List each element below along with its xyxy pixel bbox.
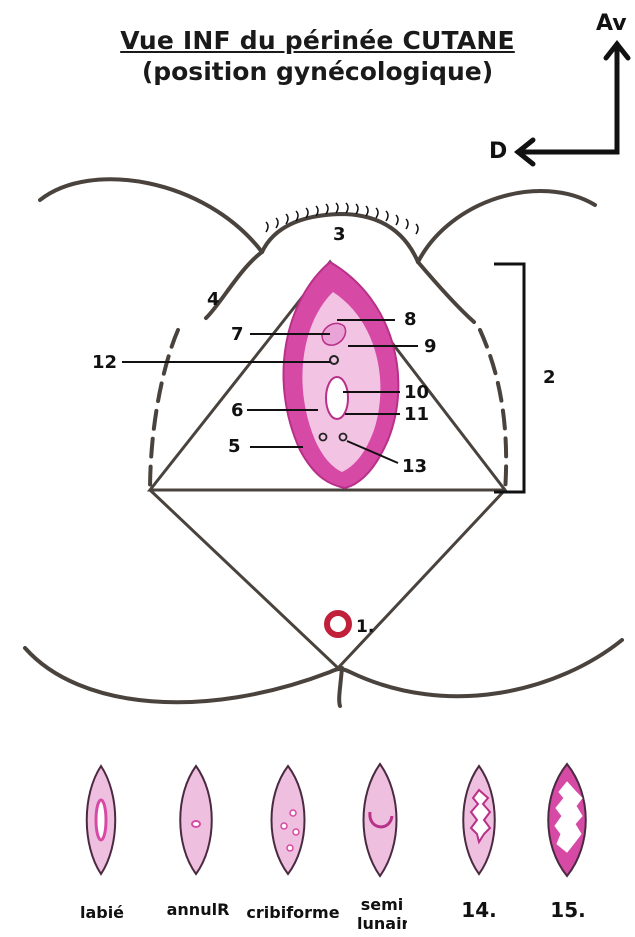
hymen-caption-semi-lunaire: semi lunaire <box>357 895 407 933</box>
pubic-hair-icon <box>265 202 419 235</box>
hymen-annulaire-icon <box>179 764 213 876</box>
vulva <box>282 260 400 490</box>
leader-13 <box>346 440 399 464</box>
hymen-labie-icon <box>85 764 117 876</box>
label-4: 4 <box>207 289 220 310</box>
leader-lines <box>122 319 418 464</box>
orientation-arrows <box>513 39 631 167</box>
left-labium-outline <box>204 250 264 320</box>
hymen-caption-labie: labié <box>79 903 125 922</box>
label-13: 13 <box>402 456 427 477</box>
right-labium-outline <box>416 260 476 324</box>
hair-marks <box>265 202 419 235</box>
labia-majora-dashes <box>148 328 509 494</box>
hymen-caption-15: 15. <box>550 898 586 922</box>
bracket-2 <box>494 262 526 494</box>
label-10: 10 <box>404 382 429 403</box>
mons-outline <box>260 211 420 264</box>
label-anterior: Av <box>596 11 627 36</box>
label-9: 9 <box>424 336 437 357</box>
label-3: 3 <box>333 224 346 245</box>
page-title: Vue INF du périnée CUTANE <box>120 26 515 55</box>
arrow-left-icon <box>513 137 536 167</box>
label-8: 8 <box>404 309 417 330</box>
hymen-types <box>85 762 587 878</box>
label-2: 2 <box>543 367 556 388</box>
intergluteal-cleft <box>337 666 344 708</box>
orientation-axis <box>515 41 620 155</box>
hymen-caption-14: 14. <box>461 898 497 922</box>
left-thigh-outline <box>38 177 264 254</box>
hymen-semi-lunaire-icon <box>362 762 398 878</box>
right-labium-majus-dashes <box>478 328 509 494</box>
arrow-up-icon <box>603 39 631 61</box>
left-labium-majus-dashes <box>148 328 180 494</box>
label-7: 7 <box>231 324 244 345</box>
clitoris-hood <box>321 322 347 346</box>
urethral-meatus <box>329 355 339 365</box>
buttocks-outline <box>23 638 624 705</box>
right-thigh-outline <box>416 189 597 264</box>
label-1: 1. <box>356 617 374 637</box>
urogenital-triangle <box>146 259 509 492</box>
hymen-cribiforme-icon <box>270 764 306 876</box>
gland-orifice-left <box>318 432 328 442</box>
page-subtitle: (position gynécologique) <box>141 57 494 86</box>
anus <box>324 610 352 638</box>
vaginal-orifice <box>325 376 349 420</box>
label-5: 5 <box>228 436 241 457</box>
gland-orifice-right <box>338 432 348 442</box>
label-12: 12 <box>92 352 117 373</box>
anal-triangle <box>148 488 507 671</box>
hymen-14-icon <box>462 764 496 876</box>
perineal-triangles <box>146 259 509 671</box>
label-6: 6 <box>231 400 244 421</box>
label-11: 11 <box>404 404 429 425</box>
title-block: Vue INF du périnée CUTANE (position gyné… <box>0 26 635 86</box>
hymen-caption-cribiforme: cribiforme <box>246 903 340 922</box>
label-right: D <box>489 139 507 164</box>
hymen-caption-annulaire: annulR <box>166 900 230 919</box>
hymen-15-icon <box>547 762 587 878</box>
